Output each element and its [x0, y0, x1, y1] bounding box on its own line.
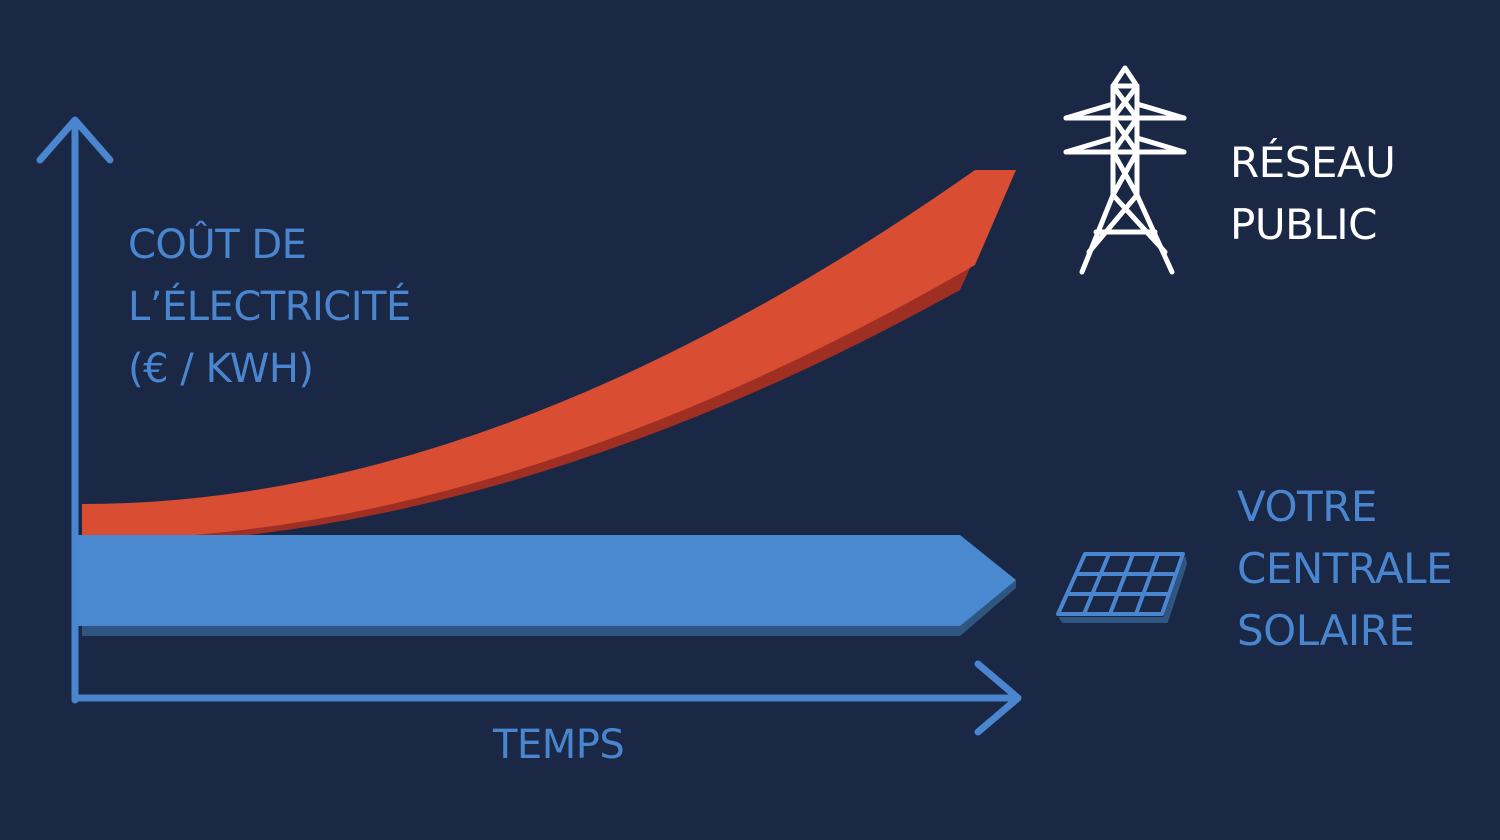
solar-legend-line-3: SOLAIRE [1237, 606, 1415, 655]
solar-legend-label: VOTRE CENTRALE SOLAIRE [1237, 476, 1453, 662]
y-axis-arrowhead [36, 116, 114, 164]
y-axis-label-line-3: (€ / KWH) [128, 346, 314, 392]
solar-panel-icon [1056, 552, 1187, 623]
y-axis-label: COÛT DE L’ÉLECTRICITÉ (€ / KWH) [128, 214, 411, 400]
y-axis [36, 116, 114, 704]
solar-legend-line-1: VOTRE [1237, 482, 1377, 531]
grid-legend-label: RÉSEAU PUBLIC [1230, 132, 1396, 256]
x-axis-arrowhead [974, 660, 1022, 736]
solar-cost-band [76, 535, 1016, 636]
grid-legend-line-2: PUBLIC [1230, 200, 1378, 249]
y-axis-label-line-1: COÛT DE [128, 222, 307, 268]
x-axis [71, 660, 1022, 736]
grid-cost-band [82, 170, 1016, 545]
x-axis-label: TEMPS [493, 722, 625, 768]
y-axis-label-line-2: L’ÉLECTRICITÉ [128, 284, 411, 330]
grid-legend-line-1: RÉSEAU [1230, 138, 1396, 187]
grid-cost-band-face [82, 170, 1016, 540]
solar-legend-line-2: CENTRALE [1237, 544, 1453, 593]
power-pylon-icon [1063, 65, 1187, 275]
solar-cost-band-face [76, 535, 1016, 626]
